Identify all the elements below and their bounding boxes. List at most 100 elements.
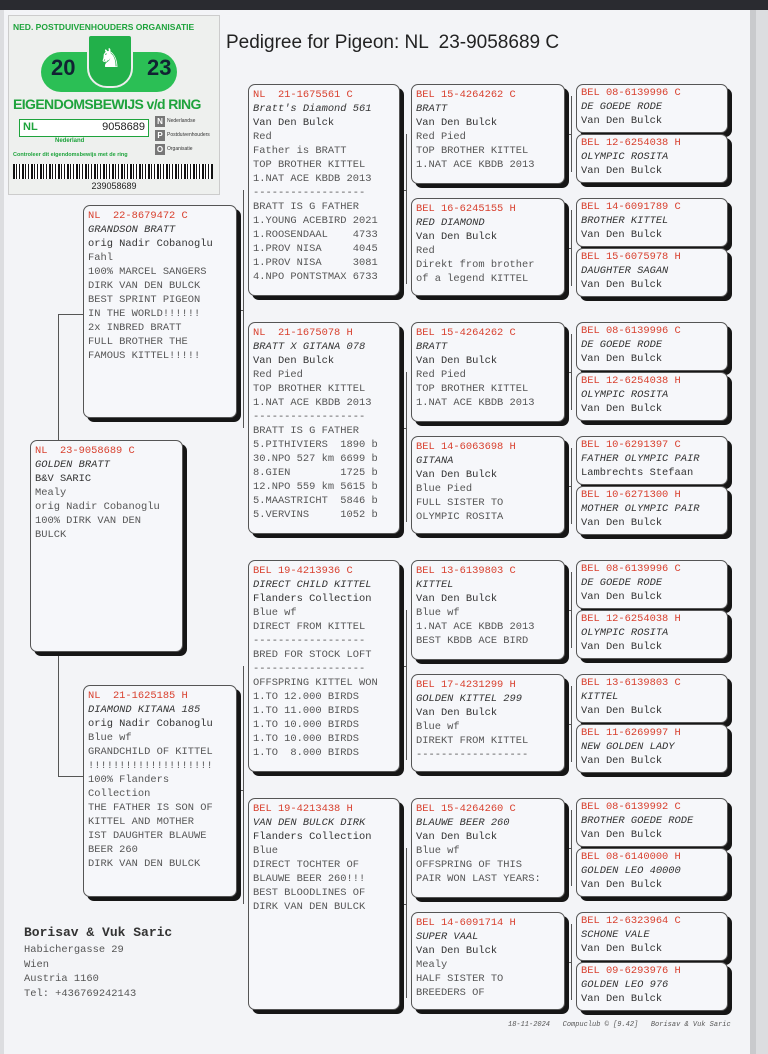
pigeon-name: DE GOEDE RODE xyxy=(581,101,663,113)
owner: Van Den Bulck xyxy=(581,879,663,891)
barcode-number: 239058689 xyxy=(91,181,137,191)
connector-line xyxy=(565,372,571,373)
sticker-country: NL xyxy=(23,121,38,133)
pigeon-name: MOTHER OLYMPIC PAIR xyxy=(581,503,700,515)
connector-line xyxy=(571,96,572,172)
owner: Van Den Bulck xyxy=(581,229,663,241)
sticker-org: NED. POSTDUIVENHOUDERS ORGANISATIE xyxy=(13,22,195,32)
detail-line: Fahl xyxy=(88,252,113,264)
detail-line: 1.PROV NISA 4045 xyxy=(253,243,378,255)
detail-line: ------------------ xyxy=(253,187,366,199)
npo-line: Organisatie xyxy=(167,146,193,152)
ring-number: BEL 19-4213936 C xyxy=(253,565,353,577)
owner: Van Den Bulck xyxy=(581,705,663,717)
connector-line xyxy=(243,666,244,904)
pigeon-name: DE GOEDE RODE xyxy=(581,339,663,351)
owner: Van Den Bulck xyxy=(581,517,663,529)
detail-line: Blue wf xyxy=(88,732,132,744)
ring-number: BEL 12-6254038 H xyxy=(581,375,681,387)
owner: orig Nadir Cobanoglu xyxy=(88,718,213,730)
pigeon-name: NEW GOLDEN LADY xyxy=(581,741,675,753)
owner: Van Den Bulck xyxy=(581,755,663,767)
detail-line: FAMOUS KITTEL!!!!! xyxy=(88,350,201,362)
pigeon-name: KITTEL xyxy=(581,691,619,703)
connector-line xyxy=(400,428,406,429)
connector-line xyxy=(243,190,244,428)
detail-line: PAIR WON LAST YEARS: xyxy=(416,873,541,885)
owner: Van Den Bulck xyxy=(581,641,663,653)
pigeon-name: GOLDEN BRATT xyxy=(35,459,110,471)
connector-line xyxy=(400,904,406,905)
detail-line: TOP BROTHER KITTEL xyxy=(253,383,366,395)
detail-line: 1.TO 10.000 BIRDS xyxy=(253,719,360,731)
connector-line xyxy=(571,448,572,524)
detail-line: BRED FOR STOCK LOFT xyxy=(253,649,372,661)
owner: Van Den Bulck xyxy=(581,993,663,1005)
detail-line: 2x INBRED BRATT xyxy=(88,322,182,334)
pigeon-name: BROTHER KITTEL xyxy=(581,215,669,227)
ring-number: BEL 16-6245155 H xyxy=(416,203,516,215)
connector-line xyxy=(237,790,243,791)
detail-line: DIRK VAN DEN BULCK xyxy=(253,901,366,913)
connector-line xyxy=(571,210,572,286)
pigeon-name: DIAMOND KITANA 185 xyxy=(88,704,201,716)
pigeon-name: GOLDEN LEO 40000 xyxy=(581,865,681,877)
connector-line xyxy=(571,686,572,762)
ring-number: BEL 17-4231299 H xyxy=(416,679,516,691)
detail-line: 1.TO 8.000 BIRDS xyxy=(253,747,360,759)
footer-owner: Borisav & Vuk Saric xyxy=(650,1021,731,1029)
detail-line: HALF SISTER TO xyxy=(416,973,504,985)
owner: Lambrechts Stefaan xyxy=(581,467,694,479)
connector-line xyxy=(571,924,572,1000)
connector-line xyxy=(400,190,406,191)
detail-line: IN THE WORLD!!!!!! xyxy=(88,308,201,320)
detail-line: IST DAUGHTER BLAUWE xyxy=(88,830,207,842)
npo-letter-icon: P xyxy=(155,130,165,141)
owner: Van Den Bulck xyxy=(416,355,498,367)
pigeon-name: BROTHER GOEDE RODE xyxy=(581,815,694,827)
breeder-name: Borisav & Vuk Saric xyxy=(24,925,173,940)
detail-line: FULL SISTER TO xyxy=(416,497,504,509)
detail-line: BRATT IS G FATHER xyxy=(253,201,360,213)
pigeon-name: BRATT xyxy=(416,103,448,115)
pigeon-name: SCHONE VALE xyxy=(581,929,650,941)
detail-line: BRATT IS G FATHER xyxy=(253,425,360,437)
pigeon-name: DAUGHTER SAGAN xyxy=(581,265,669,277)
owner: Van Den Bulck xyxy=(253,355,335,367)
pigeon-name: OLYMPIC ROSITA xyxy=(581,151,669,163)
detail-line: Collection xyxy=(88,788,151,800)
detail-line: 8.GIEN 1725 b xyxy=(253,467,378,479)
owner: Van Den Bulck xyxy=(581,353,663,365)
detail-line: BEER 260 xyxy=(88,844,138,856)
connector-line xyxy=(58,314,84,315)
detail-line: ------------------ xyxy=(253,411,366,423)
owner: Van Den Bulck xyxy=(581,115,663,127)
connector-line xyxy=(565,848,571,849)
detail-line: OFFSPRING OF THIS xyxy=(416,859,523,871)
sticker-year-right: 23 xyxy=(147,55,172,80)
detail-line: !!!!!!!!!!!!!!!!!!!! xyxy=(88,760,213,772)
ring-number: BEL 19-4213438 H xyxy=(253,803,353,815)
ring-number: BEL 15-4264260 C xyxy=(416,803,516,815)
ring-number: BEL 08-6140000 H xyxy=(581,851,681,863)
detail-line: OFFSPRING KITTEL WON xyxy=(253,677,378,689)
owner: orig Nadir Cobanoglu xyxy=(88,238,213,250)
page-title: Pedigree for Pigeon: NL 23-9058689 C xyxy=(226,32,560,53)
sticker-nederland: Nederland xyxy=(55,138,85,144)
detail-line: ------------------ xyxy=(253,635,366,647)
ring-number: BEL 12-6323964 C xyxy=(581,915,681,927)
detail-line: Red Pied xyxy=(416,131,466,143)
breeder-info: Borisav & Vuk Saric Habichergasse 29 Wie… xyxy=(24,925,172,1001)
breeder-phone: Tel: +436769242143 xyxy=(24,987,137,1000)
